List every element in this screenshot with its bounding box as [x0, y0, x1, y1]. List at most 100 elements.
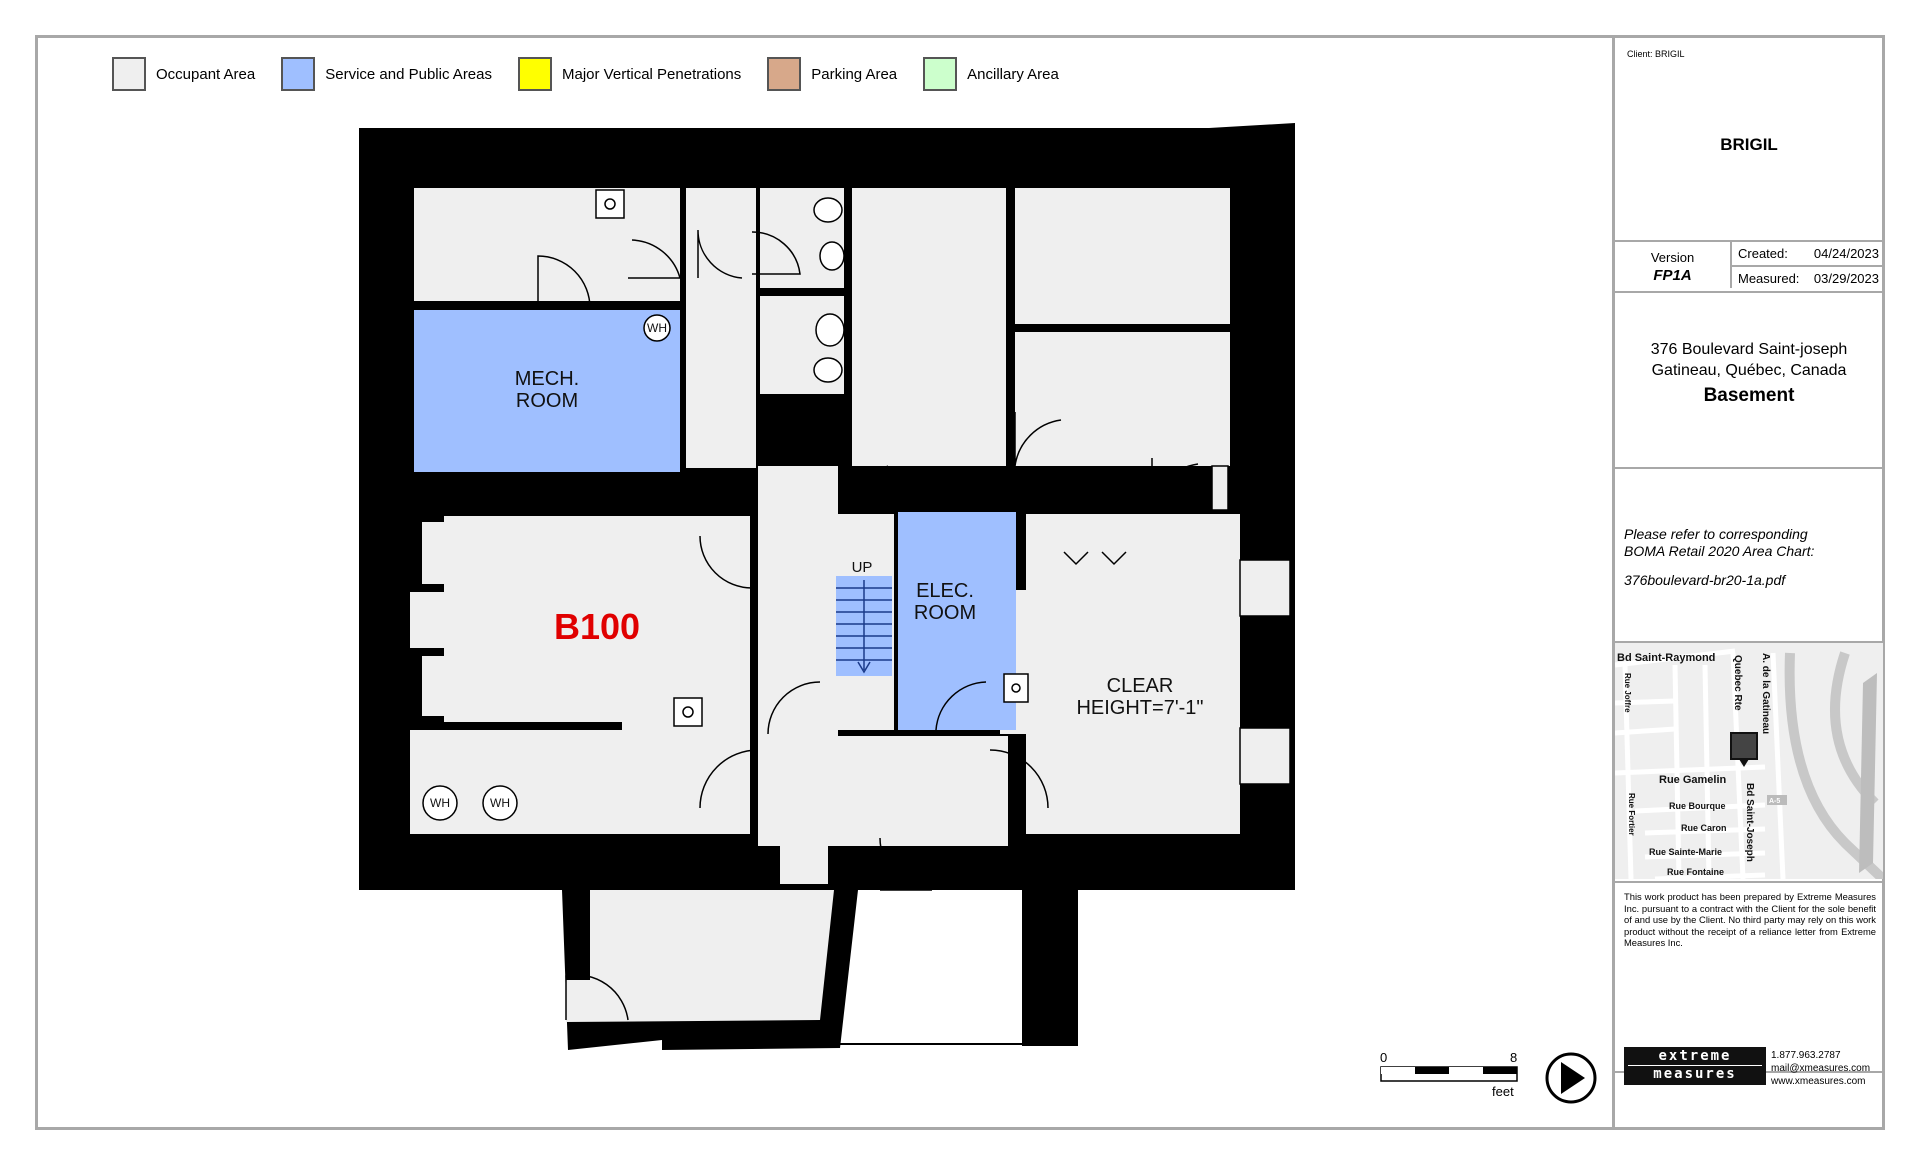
- elec-room-label-1: ELEC.: [916, 580, 974, 602]
- room-mech: [414, 310, 680, 472]
- measured-row: Measured: 03/29/2023: [1732, 267, 1883, 289]
- legend-item-service: Service and Public Areas: [281, 57, 492, 91]
- legend-label-occupant: Occupant Area: [156, 65, 256, 83]
- refer-file: 376boulevard-br20-1a.pdf: [1624, 572, 1786, 588]
- version-label: Version: [1650, 250, 1695, 265]
- disclaimer-text: This work product has been prepared by E…: [1624, 891, 1876, 948]
- refer-line-2: BOMA Retail 2020 Area Chart:: [1624, 543, 1815, 559]
- measured-label: Measured:: [1738, 271, 1800, 286]
- logo-separator: [1628, 1065, 1762, 1066]
- map-location-marker: [1730, 732, 1758, 760]
- elec-room-label-2: ROOM: [914, 602, 976, 624]
- logo-word-top: extreme: [1658, 1048, 1732, 1064]
- wh-label-mech: WH: [647, 321, 667, 335]
- contact-phone: 1.877.963.2787: [1771, 1050, 1841, 1061]
- legend-label-service: Service and Public Areas: [325, 65, 492, 83]
- address-line-2: Gatineau, Québec, Canada: [1651, 362, 1847, 379]
- created-label: Created:: [1738, 246, 1788, 261]
- version-value: FP1A: [1653, 267, 1692, 284]
- legend-item-parking: Parking Area: [767, 57, 897, 91]
- map-label-bd-saint-raymond: Bd Saint-Raymond: [1617, 652, 1715, 664]
- room-north-center: [852, 188, 1006, 466]
- created-row: Created: 04/24/2023: [1732, 242, 1883, 267]
- scale-bar: 0 8 feet: [1380, 1050, 1530, 1100]
- corridor-south: [758, 736, 1008, 846]
- map-label-rue-joffre: Rue Joffre: [1623, 673, 1632, 713]
- map-label-rue-fortier: Rue Fortier: [1627, 793, 1636, 836]
- floor-name: Basement: [1703, 385, 1795, 406]
- annex-stair-block: [1022, 890, 1078, 1046]
- tb-rule: [1615, 291, 1883, 293]
- stair-up-label: UP: [852, 559, 873, 576]
- room-b100: [444, 516, 750, 722]
- tb-rule: [1615, 467, 1883, 469]
- annex-room: [566, 890, 834, 1022]
- contact-email[interactable]: mail@xmeasures.com: [1771, 1063, 1871, 1074]
- tb-rule: [1615, 641, 1883, 643]
- fixtures: [422, 189, 1291, 821]
- client-line: Client: BRIGIL: [1627, 49, 1685, 59]
- legend-item-vertical: Major Vertical Penetrations: [518, 57, 741, 91]
- title-block-divider: [1612, 35, 1615, 1130]
- location-map: Bd Saint-Raymond Rue Joffre Quebec Rte A…: [1615, 643, 1883, 879]
- mech-room-label-1: MECH.: [515, 368, 579, 390]
- clear-height-label-1: CLEAR: [1107, 675, 1174, 697]
- measured-value: 03/29/2023: [1813, 271, 1879, 286]
- legend-label-parking: Parking Area: [811, 65, 898, 83]
- room-b100-south: [410, 730, 750, 834]
- room-vestibule: [780, 838, 828, 884]
- address-line-1: 376 Boulevard Saint-joseph: [1650, 341, 1848, 358]
- scale-end-label: 8: [1510, 1050, 1518, 1065]
- wh-label-south-1: WH: [430, 796, 450, 810]
- map-label-rue-fontaine: Rue Fontaine: [1667, 867, 1724, 877]
- refer-line-1: Please refer to corresponding: [1624, 526, 1808, 542]
- wall-pier-west-2: [410, 592, 444, 648]
- map-label-rue-bourque: Rue Bourque: [1669, 801, 1726, 811]
- legend-swatch-ancillary: [923, 57, 958, 91]
- scale-unit-label: feet: [1492, 1084, 1514, 1099]
- map-highway-shield: A-5: [1769, 798, 1780, 805]
- logo-word-bottom: measures: [1653, 1066, 1737, 1082]
- door-swings: [537, 229, 1199, 1021]
- map-label-bd-saint-joseph: Bd Saint-Joseph: [1744, 783, 1755, 862]
- floor-plan: MECH. ROOM ELEC. ROOM B100 CLEAR HEIGHT=…: [359, 123, 1295, 1050]
- room-elec: [898, 512, 1016, 730]
- contact-website[interactable]: www.xmeasures.com: [1771, 1076, 1866, 1087]
- created-value: 04/24/2023: [1813, 246, 1879, 261]
- clear-height-label-2: HEIGHT=7'-1": [1076, 697, 1203, 719]
- north-arrow-icon: [1545, 1052, 1597, 1104]
- map-graphic: Bd Saint-Raymond Rue Joffre Quebec Rte A…: [1615, 648, 1883, 879]
- room-storage-nw: [414, 188, 680, 301]
- room-clear-height: [1026, 514, 1240, 834]
- legend-item-occupant: Occupant Area: [112, 57, 255, 91]
- legend-label-ancillary: Ancillary Area: [967, 65, 1059, 83]
- map-label-rue-sainte-marie: Rue Sainte-Marie: [1649, 847, 1722, 857]
- map-label-a-de-la-gatineau: A. de la Gatineau: [1760, 653, 1771, 734]
- wh-label-south-2: WH: [490, 796, 510, 810]
- client-name: BRIGIL: [1720, 135, 1778, 154]
- map-label-rue-gamelin: Rue Gamelin: [1659, 774, 1727, 786]
- tb-rule: [1615, 881, 1883, 883]
- legend-label-vertical: Major Vertical Penetrations: [562, 65, 742, 83]
- stair-up: [836, 576, 892, 676]
- room-ne-upper: [1015, 188, 1230, 324]
- contact-info: 1.877.963.2787 mail@xmeasures.com www.xm…: [1771, 1049, 1870, 1088]
- title-block: Client: BRIGIL BRIGIL Version FP1A Creat…: [1615, 35, 1885, 1130]
- scale-bar-graphic: [1380, 1066, 1518, 1082]
- mech-room-label-2: ROOM: [516, 390, 578, 412]
- wall-notch-top-right: [1209, 123, 1295, 140]
- wall-pier-west-3: [422, 656, 444, 716]
- legend-item-ancillary: Ancillary Area: [923, 57, 1059, 91]
- tb-rule: [1615, 240, 1883, 242]
- scale-start-label: 0: [1380, 1050, 1388, 1065]
- legend-swatch-service: [281, 57, 316, 91]
- wall-pier-west-1: [422, 522, 444, 584]
- map-label-quebec-rte: Quebec Rte: [1732, 655, 1743, 711]
- drawing-frame: [35, 35, 1885, 1130]
- extreme-measures-logo: extreme measures: [1624, 1047, 1766, 1085]
- legend-swatch-vertical: [518, 57, 552, 91]
- map-label-rue-caron: Rue Caron: [1681, 823, 1727, 833]
- room-corridor-north: [686, 188, 756, 468]
- room-ne-lower: [1015, 332, 1230, 466]
- legend-swatch-occupant: [112, 57, 146, 91]
